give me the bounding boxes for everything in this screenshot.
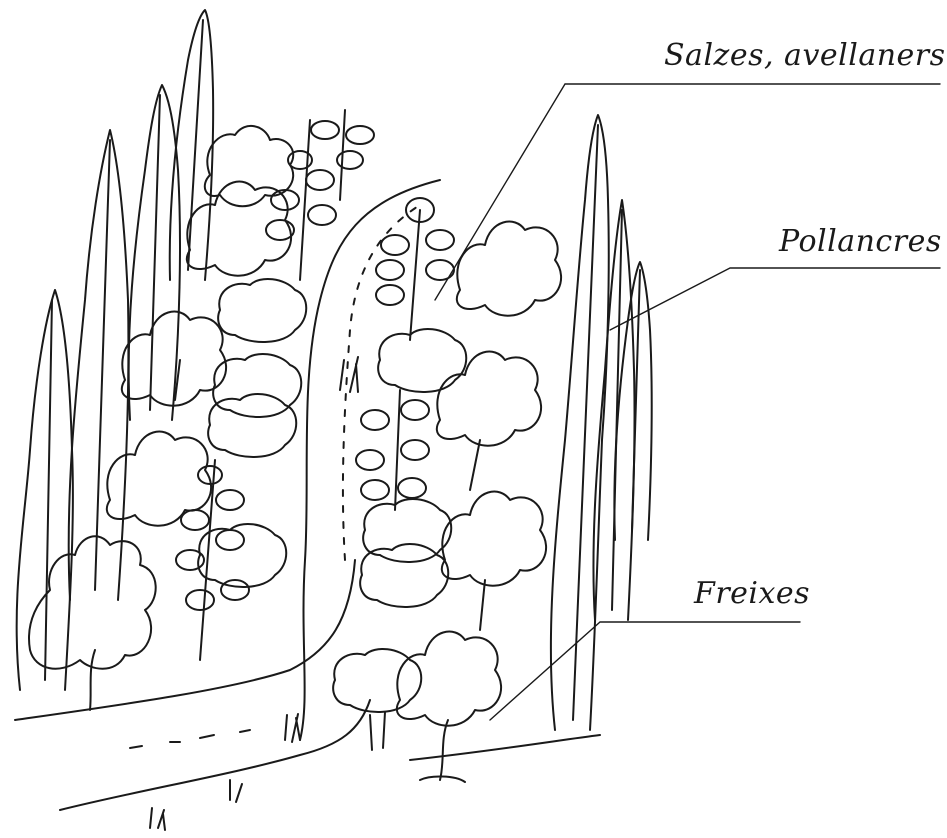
shrubs-left xyxy=(198,279,306,587)
willow-hazel-right xyxy=(356,198,454,510)
label-willows-hazels: Salzes, avellaners xyxy=(664,38,946,73)
leader-line-poplars xyxy=(610,268,940,330)
label-leader-lines xyxy=(435,84,940,720)
label-poplars: Pollancres xyxy=(779,224,942,259)
poplar-trees-right xyxy=(551,115,652,730)
poplar-trees-left xyxy=(17,10,214,690)
broadleaf-trees-right xyxy=(397,222,561,782)
leader-line-ashes xyxy=(490,622,800,720)
path-and-ground xyxy=(15,180,600,810)
label-ashes: Freixes xyxy=(694,576,810,611)
grass-tufts xyxy=(150,357,358,830)
